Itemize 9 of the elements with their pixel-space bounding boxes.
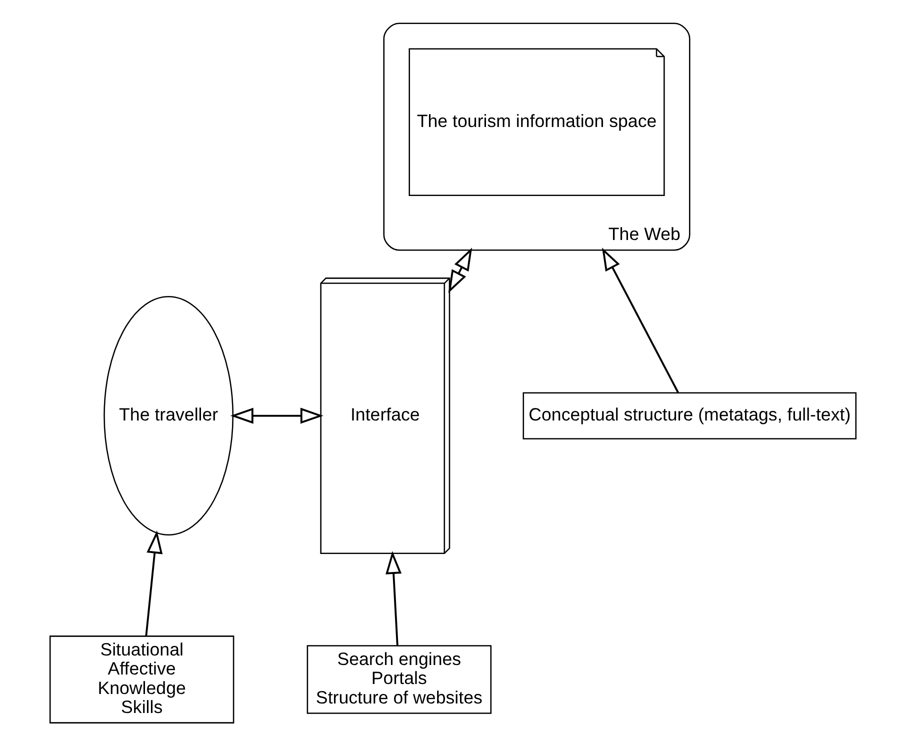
arrow [386, 551, 402, 646]
node-box: Search engines Portals Structure of websites [306, 645, 492, 714]
arrow [602, 248, 679, 394]
arrow [230, 408, 324, 424]
node-box: Situational Affective Knowledge Skills [49, 636, 234, 724]
arrow [145, 530, 163, 636]
node-box: Conceptual structure (metatags, full-text) [522, 392, 857, 440]
arrow [448, 248, 472, 294]
node-ellipse: The traveller [104, 296, 234, 536]
